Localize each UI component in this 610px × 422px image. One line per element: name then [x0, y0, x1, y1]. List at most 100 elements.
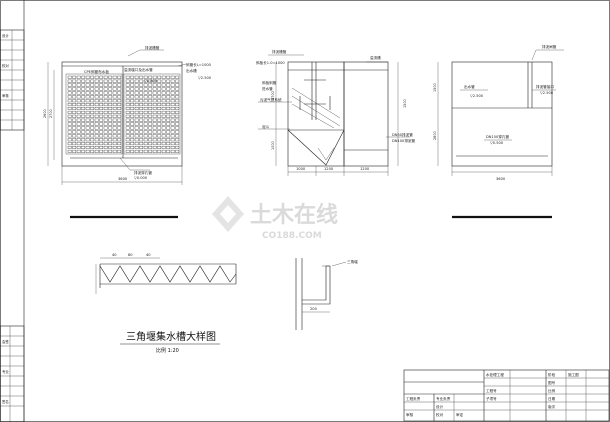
tube-cell	[157, 126, 162, 130]
tube-cell	[148, 103, 153, 107]
tube-cell	[99, 95, 104, 99]
tube-cell	[67, 95, 72, 99]
tube-cell	[76, 130, 81, 134]
tube-cell	[72, 130, 77, 134]
tube-cell	[143, 91, 148, 95]
tube-cell	[130, 99, 135, 103]
title-left-3: 校对	[436, 412, 444, 417]
tube-cell	[108, 95, 113, 99]
tube-cell	[99, 114, 104, 118]
elevation-label-left: 出水管	[464, 84, 475, 89]
tube-cell	[99, 149, 104, 153]
elevation-label-top: 排泥闸管	[542, 44, 557, 49]
tube-cell	[76, 75, 81, 79]
tube-cell	[166, 118, 171, 122]
tube-cell	[139, 79, 144, 83]
tube-cell	[134, 134, 139, 138]
tube-cell	[175, 75, 180, 79]
tube-cell	[148, 79, 153, 83]
tube-cell	[161, 95, 166, 99]
tube-cell	[134, 118, 139, 122]
tube-cell	[148, 107, 153, 110]
tube-cell	[134, 95, 139, 99]
tube-cell	[152, 110, 157, 114]
tube-cell	[117, 99, 122, 103]
tube-cell	[117, 134, 122, 138]
tube-cell	[72, 146, 77, 149]
tube-cell	[112, 114, 117, 118]
tube-cell	[99, 110, 104, 114]
tube-cell	[125, 130, 130, 134]
tube-cell	[143, 126, 148, 130]
tube-cell	[117, 103, 122, 107]
tube-cell	[148, 130, 153, 134]
tube-cell	[134, 142, 139, 146]
tube-cell	[117, 75, 122, 79]
tube-cell	[125, 110, 130, 114]
tube-cell	[94, 83, 99, 87]
tube-cell	[125, 126, 130, 130]
tube-cell	[125, 122, 130, 126]
tube-cell	[166, 130, 171, 134]
title-right-0: 图号	[548, 380, 556, 385]
tube-cell	[152, 118, 157, 122]
view-plan: 排泥槽管 CPE斜管布水板 溢流堰口及出水管 斜管长L=1000 出水槽 ▽2.…	[43, 45, 212, 219]
tube-cell	[99, 91, 104, 95]
tube-cell	[170, 110, 175, 114]
tube-cell	[143, 134, 148, 138]
tube-cell	[94, 99, 99, 103]
strip-label-0: 设计	[2, 33, 9, 38]
tube-cell	[85, 146, 90, 149]
tube-cell	[85, 103, 90, 107]
tube-cell	[134, 107, 139, 110]
trough-label: 三角堰	[347, 259, 358, 264]
tube-cell	[166, 75, 171, 79]
tube-cell	[130, 87, 135, 91]
tube-cell	[175, 138, 180, 142]
tube-cell	[112, 107, 117, 110]
tube-cell	[166, 91, 171, 95]
tube-cell	[148, 75, 153, 79]
tube-cell	[166, 107, 171, 110]
tube-cell	[134, 138, 139, 142]
tube-cell	[152, 87, 157, 91]
tube-cell	[143, 142, 148, 146]
tube-cell	[72, 107, 77, 110]
tube-cell	[130, 134, 135, 138]
tube-cell	[85, 118, 90, 122]
tube-cell	[157, 134, 162, 138]
tube-cell	[103, 149, 108, 153]
tube-cell	[85, 99, 90, 103]
tube-cell	[117, 110, 122, 114]
tube-cell	[157, 87, 162, 91]
tube-cell	[112, 149, 117, 153]
tube-cell	[72, 110, 77, 114]
tube-cell	[90, 103, 95, 107]
tube-cell	[134, 146, 139, 149]
tube-cell	[94, 110, 99, 114]
tube-cell	[130, 103, 135, 107]
tube-cell	[94, 149, 99, 153]
tube-cell	[72, 99, 77, 103]
tube-cell	[81, 138, 86, 142]
tube-cell	[166, 103, 171, 107]
view-elevation: 排泥闸管 出水管 ▽2.500 排泥管接口 ▽2.500 DN150穿孔管 ▽0…	[433, 44, 564, 219]
tube-cell	[103, 122, 108, 126]
tube-cell	[134, 130, 139, 134]
title-small-1: 施工图	[568, 372, 579, 377]
tube-cell	[175, 114, 180, 118]
tube-cell	[139, 87, 144, 91]
weir-dim-2: 40	[146, 253, 151, 257]
tube-cell	[152, 138, 157, 142]
title-right-3: 版次	[548, 404, 556, 409]
weir-dim-0: 40	[112, 253, 117, 257]
tube-cell	[76, 99, 81, 103]
tube-cell	[90, 99, 95, 103]
tube-cell	[81, 103, 86, 107]
title-left-1: 专业负责	[436, 396, 451, 401]
strip-label-1: 校对	[2, 63, 9, 68]
tube-cell	[94, 138, 99, 142]
tube-cell	[157, 107, 162, 110]
left-revision-strip: 设计 校对 审核 会签 专业 签名	[0, 29, 25, 422]
tube-cell	[81, 87, 86, 91]
